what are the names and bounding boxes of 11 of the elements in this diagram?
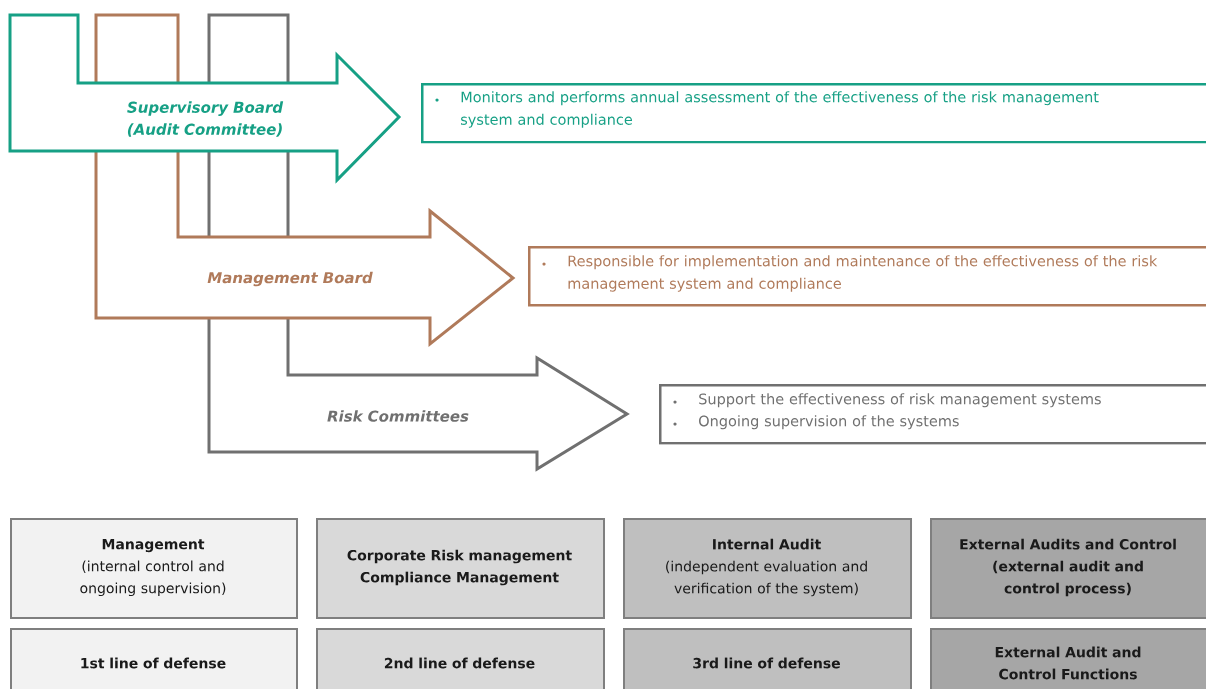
- description-box: Responsible for implementation and maintenance of the effectiveness of the risk management system and compliance: [528, 246, 1206, 307]
- defense-box: 1st line of defense: [10, 628, 298, 689]
- description-box: Monitors and performs annual assessment of the effectiveness of the risk management system and compliance: [421, 83, 1206, 144]
- defense-box: Management (internal control and ongoing supervision): [10, 518, 298, 619]
- defense-box: 2nd line of defense: [316, 628, 605, 689]
- defense-box: 3rd line of defense: [623, 628, 912, 689]
- defense-box: External Audit and Control Functions: [930, 628, 1206, 689]
- defense-box: Corporate Risk management Compliance Management: [316, 518, 605, 619]
- defense-box: External Audits and Control (external audit and control process): [930, 518, 1206, 619]
- description-box: Support the effectiveness of risk management systems Ongoing supervision of the systems: [659, 384, 1206, 445]
- defense-box: Internal Audit (independent evaluation and verification of the system): [623, 518, 912, 619]
